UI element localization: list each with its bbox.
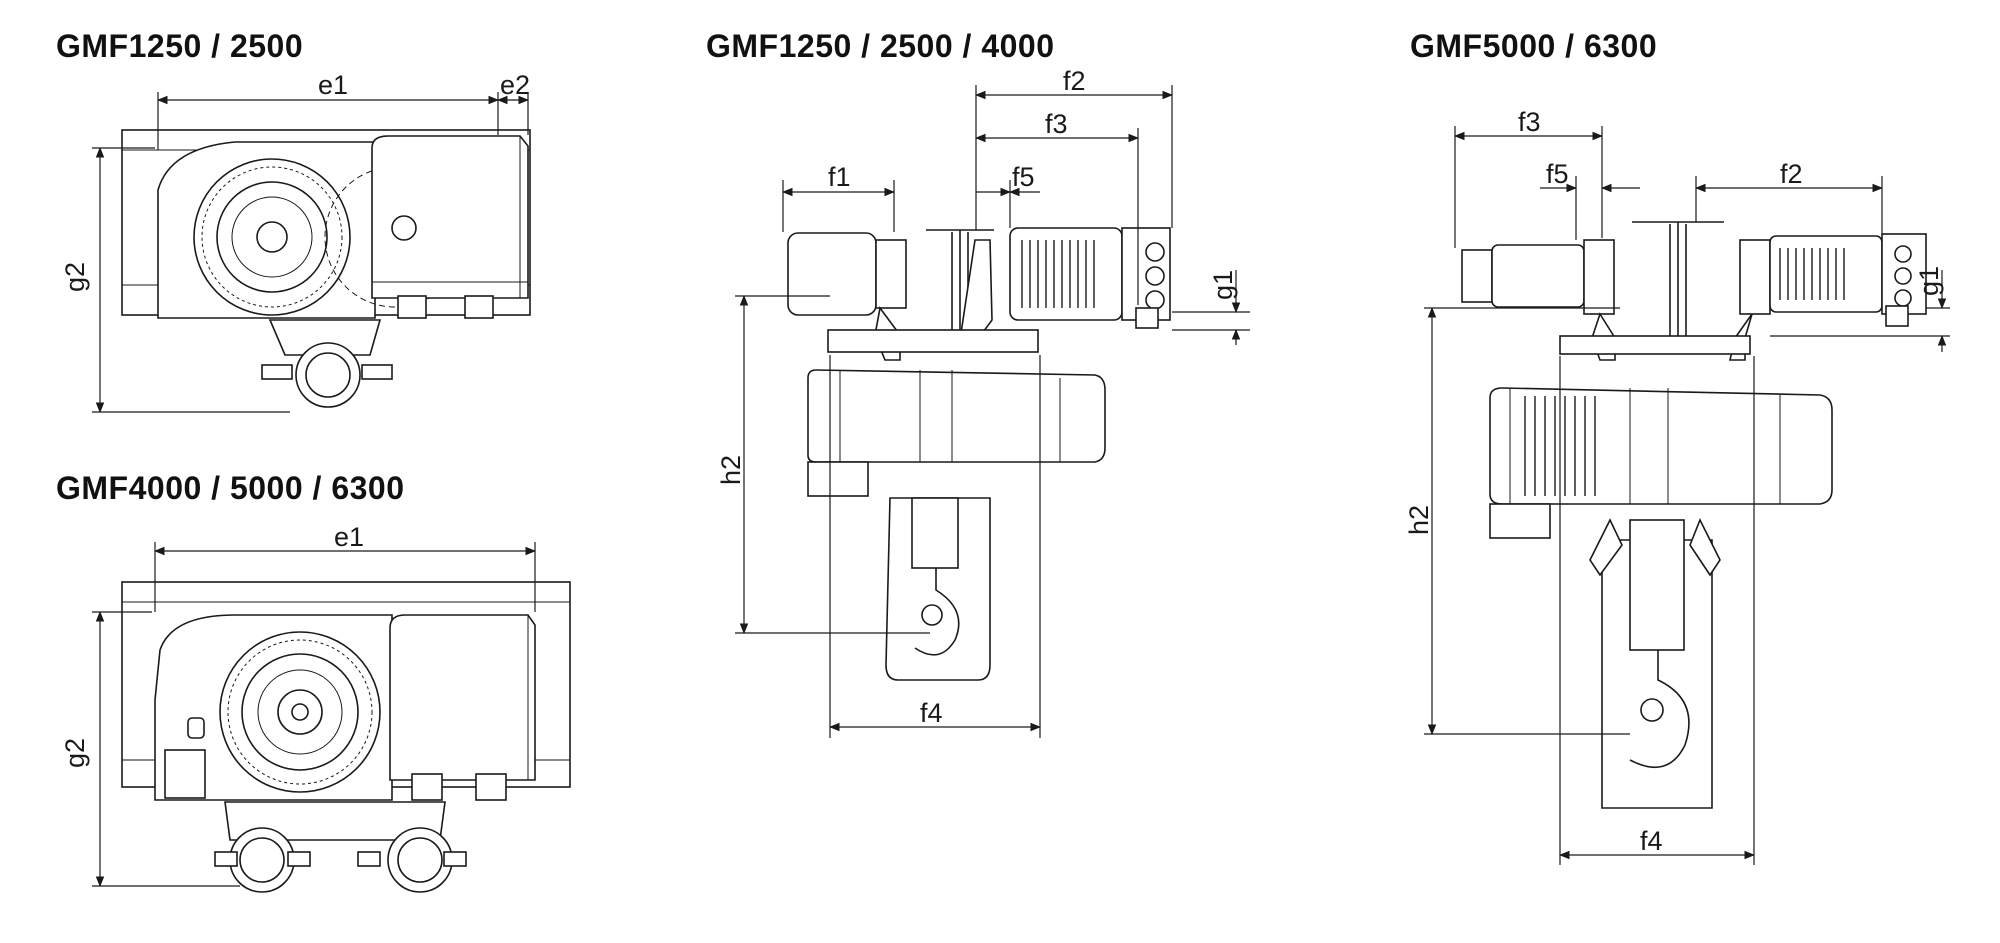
dim-label-g1-middle: g1 — [1208, 270, 1238, 300]
dim-label-e2-top: e2 — [500, 70, 530, 100]
title-gmf1250-2500: GMF1250 / 2500 — [56, 28, 304, 64]
drawing-side-view-small — [92, 92, 531, 414]
drawing-front-view-right — [1424, 126, 1950, 865]
dim-label-f5-middle: f5 — [1012, 162, 1035, 192]
title-gmf5000-6300: GMF5000 / 6300 — [1410, 28, 1658, 64]
drawing-front-view-middle — [735, 85, 1250, 738]
dim-label-f3-right: f3 — [1518, 107, 1541, 137]
title-gmf4000-5000-6300: GMF4000 / 5000 / 6300 — [56, 470, 405, 506]
dim-label-e1-bottom: e1 — [334, 522, 364, 552]
dim-label-h2-right: h2 — [1404, 505, 1434, 535]
title-gmf1250-2500-4000: GMF1250 / 2500 / 4000 — [706, 28, 1055, 64]
dim-label-f4-middle: f4 — [920, 698, 943, 728]
dim-label-g1-right: g1 — [1914, 266, 1944, 296]
dim-label-e1-top: e1 — [318, 70, 348, 100]
dim-label-g2-top: g2 — [60, 262, 90, 292]
dim-label-f3-middle: f3 — [1045, 109, 1068, 139]
dim-label-f5-right: f5 — [1546, 159, 1569, 189]
dim-label-h2-middle: h2 — [716, 455, 746, 485]
dim-label-f2-right: f2 — [1780, 159, 1803, 189]
dim-label-g2-bottom: g2 — [60, 738, 90, 768]
drawing-side-view-large — [92, 542, 571, 893]
dim-label-f4-right: f4 — [1640, 826, 1663, 856]
dim-label-f2-middle: f2 — [1063, 66, 1086, 96]
dim-label-f1-middle: f1 — [828, 162, 851, 192]
